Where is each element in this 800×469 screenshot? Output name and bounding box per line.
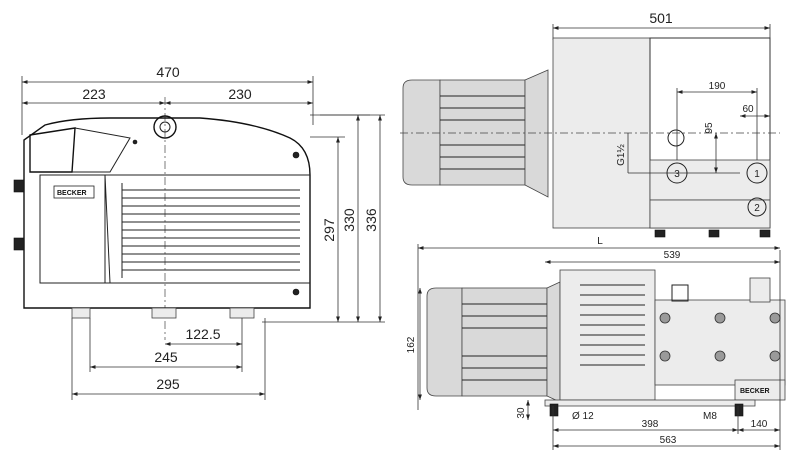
knob	[13, 237, 25, 251]
dim-label-563: 563	[660, 435, 677, 446]
side-view: 470 223 230	[13, 64, 385, 400]
dim-label-m8: M8	[703, 411, 717, 422]
side-panel	[39, 174, 106, 284]
motor-fan-cover	[426, 287, 463, 397]
filter-head	[29, 127, 76, 173]
port-label-3: 3	[674, 169, 680, 180]
thread-label: G1½	[616, 144, 627, 166]
brand-label: BECKER	[740, 388, 770, 395]
brand-label: BECKER	[57, 190, 87, 197]
dim-label-60: 60	[742, 104, 754, 115]
brand-plate	[53, 185, 95, 199]
pump-cover	[552, 37, 651, 229]
motor-flange	[524, 69, 549, 198]
port-label-2: 2	[754, 203, 760, 214]
port-label-1: 1	[754, 169, 760, 180]
dim-label-223: 223	[82, 86, 106, 102]
filter-head-edge	[72, 127, 131, 173]
dim-label-539: 539	[664, 250, 681, 261]
manifold-bolts	[659, 312, 781, 362]
cooling-ribs	[121, 183, 300, 278]
foot	[734, 403, 744, 417]
port-manifold	[649, 159, 771, 201]
housing-line	[104, 174, 111, 284]
dim-label-336: 336	[363, 208, 379, 232]
dim-label-295: 295	[156, 376, 180, 392]
valve	[671, 284, 689, 302]
dim-label-hole: Ø 12	[572, 411, 594, 422]
manifold-base	[649, 199, 771, 229]
inlet-port	[667, 129, 685, 147]
dim-label-330: 330	[341, 208, 357, 232]
lifting-eye	[153, 115, 177, 139]
screw	[132, 139, 138, 145]
foot	[759, 229, 771, 238]
dim-label-501: 501	[649, 10, 673, 26]
lifting-eye-hole	[159, 121, 171, 133]
foot	[71, 307, 91, 319]
brand-box	[734, 379, 786, 401]
cover-ribs	[580, 284, 645, 366]
pump-housing	[23, 117, 311, 309]
port-1	[746, 162, 768, 184]
port-2	[747, 197, 767, 217]
dim-label-L: L	[597, 236, 603, 247]
motor-fins	[462, 303, 547, 381]
motor-body	[439, 79, 526, 186]
screw	[292, 151, 300, 159]
motor-fan-cover	[402, 79, 441, 186]
dim-label-95: 95	[704, 122, 715, 134]
front-view: L 539 BECKER	[406, 236, 786, 450]
foot	[654, 229, 666, 238]
foot	[229, 307, 255, 319]
motor-body	[461, 287, 548, 397]
dim-label-190: 190	[709, 81, 726, 92]
motor-flange	[546, 281, 561, 403]
dim-label-162: 162	[406, 336, 417, 353]
dim-label-297: 297	[321, 218, 337, 242]
foot	[151, 307, 177, 319]
connector	[749, 277, 771, 303]
top-view: 501 3 1 2 190	[400, 10, 780, 238]
foot	[549, 403, 559, 417]
dim-label-122-5: 122.5	[185, 326, 220, 342]
screw	[292, 288, 300, 296]
motor-fins	[440, 95, 525, 170]
dim-label-245: 245	[154, 349, 178, 365]
dim-label-398: 398	[642, 419, 659, 430]
knob	[13, 179, 25, 193]
dim-label-230: 230	[228, 86, 252, 102]
dim-label-30: 30	[516, 407, 527, 419]
dim-label-470: 470	[156, 64, 180, 80]
foot	[708, 229, 720, 238]
dim-label-140: 140	[751, 419, 768, 430]
base-rail	[544, 399, 756, 407]
